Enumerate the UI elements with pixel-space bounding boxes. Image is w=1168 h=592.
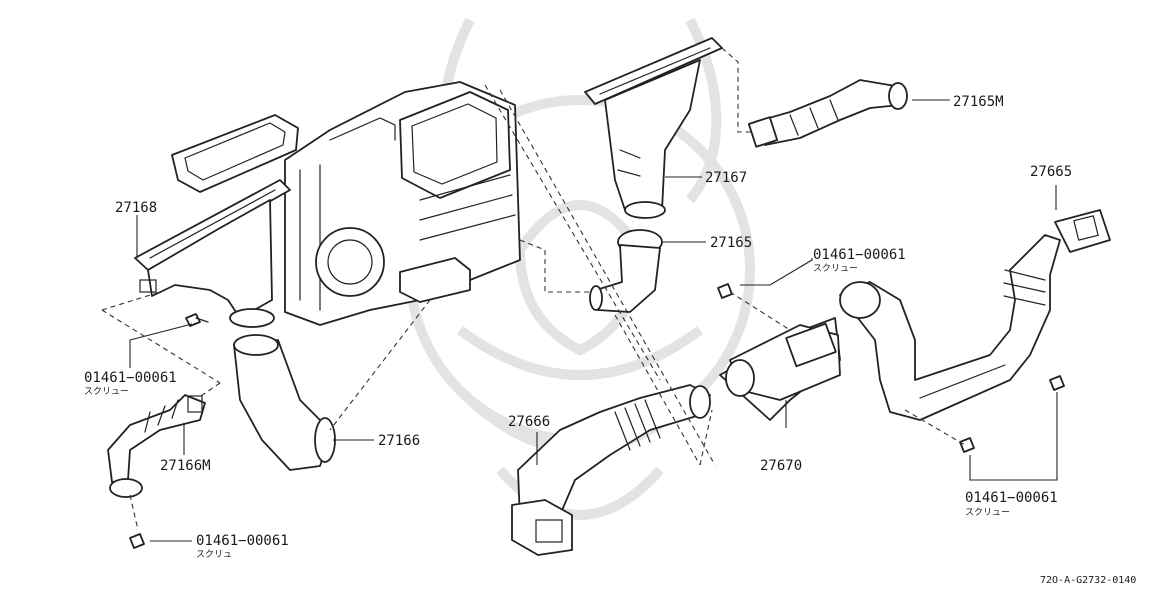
label-01461-right-sub: スクリュー <box>965 507 1010 518</box>
screw-right-upper-icon <box>1049 375 1065 391</box>
label-01461-right: 01461−00061 <box>965 490 1058 506</box>
part-27666-duct <box>511 384 711 556</box>
screw-icons <box>129 283 1065 549</box>
label-01461-left: 01461−00061 <box>84 370 177 386</box>
part-labels: 27168 01461−00061 スクリュー 27166M 01461−000… <box>84 94 1136 586</box>
leader-lines <box>129 99 1058 542</box>
label-27167: 27167 <box>705 170 747 186</box>
part-27165m-hose <box>747 79 908 148</box>
label-27665: 27665 <box>1030 164 1072 180</box>
part-27670-housing <box>719 317 841 421</box>
part-27168-duct <box>134 179 291 328</box>
label-01461-mid-sub: スクリュー <box>813 263 858 274</box>
heater-unit-assembly <box>171 81 521 326</box>
part-27166m-hose <box>107 394 206 498</box>
label-27165m: 27165M <box>953 94 1004 110</box>
drawing-code: 72O-A-G2732-0140 <box>1040 575 1136 586</box>
screw-left-icon <box>185 313 201 327</box>
part-27165-duct <box>589 229 663 313</box>
label-27166m: 27166M <box>160 458 211 474</box>
label-01461-mid: 01461−00061 <box>813 247 906 263</box>
label-01461-bottom-sub: スクリュ <box>196 549 232 560</box>
screw-bottom-icon <box>129 533 145 549</box>
label-27166: 27166 <box>378 433 420 449</box>
label-27670: 27670 <box>760 458 802 474</box>
label-27165: 27165 <box>710 235 752 251</box>
label-27666: 27666 <box>508 414 550 430</box>
label-01461-bottom: 01461−00061 <box>196 533 289 549</box>
part-27167-duct <box>584 37 723 219</box>
screw-mid-icon <box>717 283 733 299</box>
label-01461-left-sub: スクリュー <box>84 386 129 397</box>
screw-right-lower-icon <box>959 437 975 453</box>
dashed-assembly-lines <box>101 47 966 531</box>
label-27168: 27168 <box>115 200 157 216</box>
part-27665-duct <box>839 209 1111 421</box>
part-27166-duct <box>233 334 336 471</box>
